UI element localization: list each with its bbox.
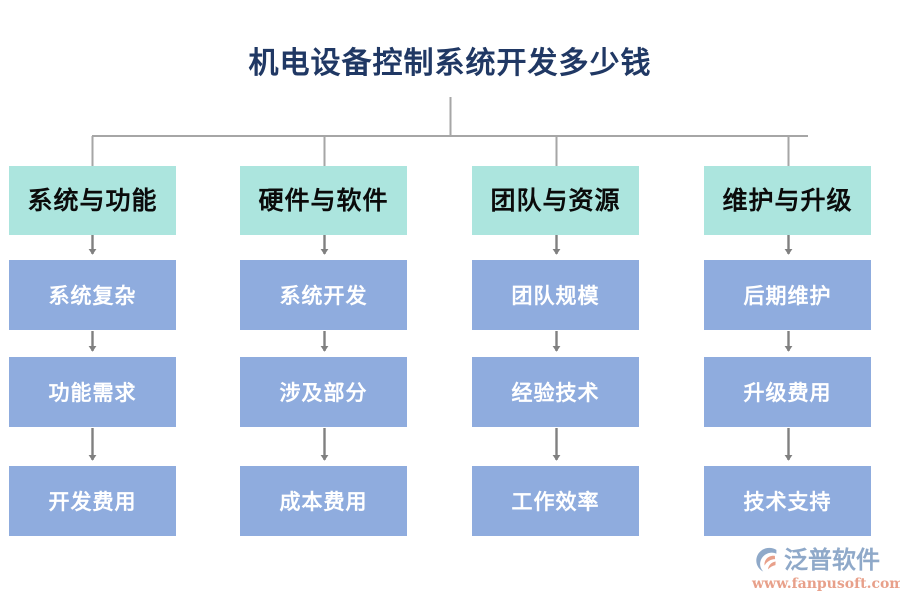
logo-row: 泛普软件 — [752, 545, 892, 575]
logo-name: 泛普软件 — [784, 545, 880, 574]
node-label: 成本费用 — [279, 488, 368, 514]
branch-1-node-3[interactable]: 开发费用 — [9, 466, 176, 536]
node-label: 功能需求 — [48, 379, 137, 405]
page-title: 机电设备控制系统开发多少钱 — [248, 46, 652, 81]
branch-header-label: 硬件与软件 — [258, 186, 389, 215]
node-label: 技术支持 — [743, 488, 832, 514]
node-label: 系统开发 — [279, 282, 368, 308]
branch-3-node-1[interactable]: 团队规模 — [472, 260, 639, 330]
branch-1-node-1[interactable]: 系统复杂 — [9, 260, 176, 330]
branch-2-node-3[interactable]: 成本费用 — [240, 466, 407, 536]
branch-4-node-3[interactable]: 技术支持 — [704, 466, 871, 536]
branch-header-label: 团队与资源 — [490, 186, 621, 215]
logo-url: www.fanpusoft.com — [752, 576, 900, 592]
node-label: 升级费用 — [743, 379, 832, 405]
node-label: 系统复杂 — [48, 282, 137, 308]
watermark-logo: 泛普软件 www.fanpusoft.com — [752, 545, 900, 593]
branch-header-2[interactable]: 硬件与软件 — [240, 166, 407, 235]
branch-4-node-1[interactable]: 后期维护 — [704, 260, 871, 330]
branch-1-node-2[interactable]: 功能需求 — [9, 357, 176, 427]
branch-2-node-2[interactable]: 涉及部分 — [240, 357, 407, 427]
branch-header-1[interactable]: 系统与功能 — [9, 166, 176, 235]
node-label: 经验技术 — [511, 379, 600, 405]
node-label: 团队规模 — [511, 282, 600, 308]
node-label: 开发费用 — [48, 488, 137, 514]
branch-2-node-1[interactable]: 系统开发 — [240, 260, 407, 330]
branch-header-label: 系统与功能 — [27, 186, 158, 215]
node-label: 工作效率 — [511, 488, 600, 514]
branch-3-node-3[interactable]: 工作效率 — [472, 466, 639, 536]
fanpu-circle-icon — [756, 547, 777, 572]
node-label: 涉及部分 — [279, 379, 368, 405]
branch-header-label: 维护与升级 — [722, 186, 853, 215]
branch-header-3[interactable]: 团队与资源 — [472, 166, 639, 235]
branch-header-4[interactable]: 维护与升级 — [704, 166, 871, 235]
node-label: 后期维护 — [743, 282, 832, 308]
branch-4-node-2[interactable]: 升级费用 — [704, 357, 871, 427]
branch-3-node-2[interactable]: 经验技术 — [472, 357, 639, 427]
